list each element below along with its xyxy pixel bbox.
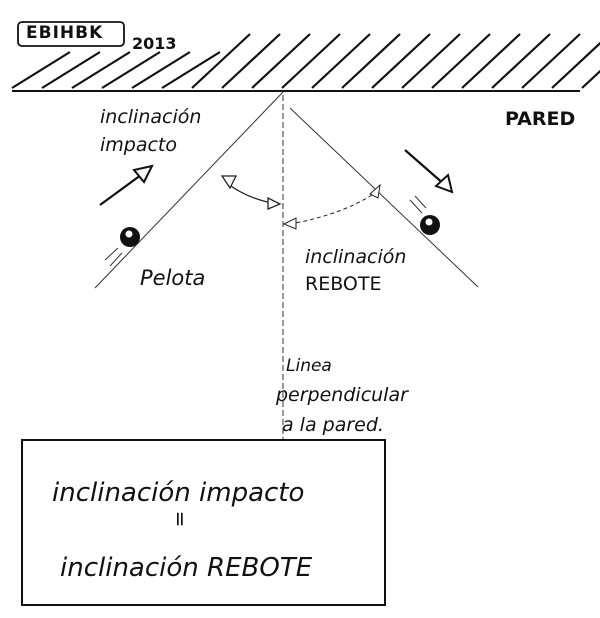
perpendicular-label-line3: a la pared.	[282, 414, 384, 436]
rebound-path	[289, 107, 479, 288]
logo-year: 2013	[132, 34, 177, 53]
impact-path	[94, 91, 284, 289]
hatch-stroke	[221, 33, 281, 89]
wall-label: PARED	[505, 108, 576, 130]
conclusion-line2: inclinación REBOTE	[60, 553, 313, 583]
conclusion-line1: inclinación impacto	[52, 478, 305, 508]
impact-label-line1: inclinación	[100, 106, 202, 128]
hatch-stroke	[491, 33, 551, 89]
hatch-stroke	[161, 51, 221, 89]
motion-lines	[104, 195, 427, 267]
hatch-stroke	[401, 33, 461, 89]
rebound-label-line2: REBOTE	[305, 273, 382, 295]
hatch-stroke	[71, 51, 131, 89]
rebound-direction-arrow-icon	[404, 149, 454, 194]
perpendicular-label-line1: Linea	[286, 356, 332, 376]
logo-box	[17, 21, 125, 47]
hatch-stroke	[581, 69, 600, 89]
rebound-angle-arc	[282, 183, 381, 230]
hatch-stroke	[41, 51, 101, 89]
hatch-stroke	[11, 51, 71, 89]
hatch-stroke	[311, 33, 371, 89]
perpendicular-label-line2: perpendicular	[276, 384, 408, 406]
logo-text: EBIHBK	[26, 23, 104, 43]
hatch-stroke	[101, 51, 161, 89]
hatch-stroke	[281, 33, 341, 89]
impact-angle-arc	[220, 175, 282, 210]
conclusion-equals: =	[168, 510, 193, 528]
hatch-stroke	[551, 41, 600, 89]
impact-direction-arrow-icon	[99, 164, 154, 206]
hatch-stroke	[191, 33, 251, 89]
wall-hatching	[11, 33, 600, 89]
hatch-stroke	[461, 33, 521, 89]
hatch-stroke	[521, 33, 581, 89]
hatch-stroke	[341, 33, 401, 89]
rebound-label-line1: inclinación	[305, 246, 407, 268]
conclusion-box	[21, 439, 386, 606]
hatch-stroke	[131, 51, 191, 89]
hatch-stroke	[431, 33, 491, 89]
hatch-stroke	[371, 33, 431, 89]
impact-label-line2: impacto	[100, 134, 178, 156]
ball-label: Pelota	[140, 266, 206, 290]
hatch-stroke	[251, 33, 311, 89]
